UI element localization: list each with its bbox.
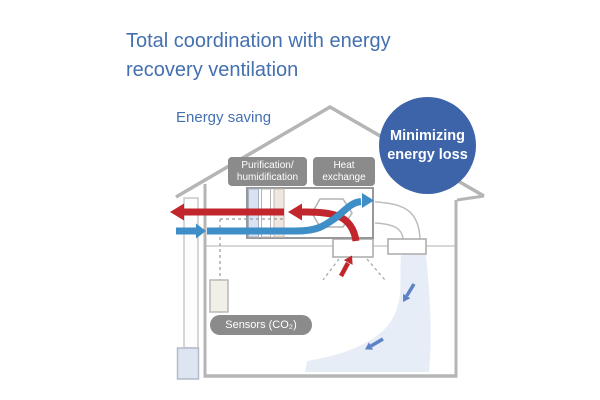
airflow-arrow-upper — [405, 283, 416, 297]
roof-eave-soffit — [456, 194, 485, 202]
badge-line2: energy loss — [387, 146, 468, 163]
fresh-air-arrows — [176, 193, 374, 239]
heat-label-line1: Heat — [333, 159, 355, 171]
purification-label-line2: humidification — [236, 171, 299, 183]
badge-line1: Minimizing — [390, 127, 465, 144]
fresh-air-arrowhead-outside — [196, 223, 206, 239]
exterior-duct — [183, 197, 199, 349]
energy-saving-label: Energy saving — [176, 109, 272, 126]
purification-humidification-label: Purification/ humidification — [228, 157, 307, 186]
supply-duct-outer-curve — [374, 201, 421, 240]
sensors-co2-label: Sensors (CO₂) — [210, 315, 312, 335]
return-intake-dash-right — [366, 258, 386, 281]
minimizing-energy-loss-badge: Minimizing energy loss — [379, 97, 476, 194]
page-title: Total coordination with energy recovery … — [126, 30, 391, 81]
heat-label-line2: exchange — [322, 171, 366, 183]
airflow-arrow-lower — [370, 337, 384, 348]
room-airflow-arrows — [365, 283, 416, 350]
fresh-air-curve-through-unit — [207, 198, 362, 235]
exhaust-arrowhead-inner — [288, 203, 302, 221]
heat-exchange-label: Heat exchange — [313, 157, 375, 186]
return-air-up-arrowhead — [343, 255, 353, 265]
airflow-arrowhead-upper — [403, 293, 411, 302]
co2-sensor-box — [209, 279, 229, 313]
return-ceiling-vent — [332, 238, 374, 258]
return-intake-dash-left — [322, 258, 340, 281]
supply-duct-inner-curve — [374, 222, 404, 240]
return-air-up-arrow — [339, 261, 350, 278]
airflow-arrowhead-lower — [365, 342, 374, 350]
fresh-air-arrowhead-supply — [362, 193, 374, 208]
exhaust-arrowhead-outer — [170, 203, 184, 221]
outdoor-ground-unit — [176, 347, 200, 380]
purification-label-line1: Purification/ — [241, 159, 294, 171]
supply-ceiling-vent — [387, 238, 427, 255]
room-airflow-swoosh — [305, 255, 431, 372]
